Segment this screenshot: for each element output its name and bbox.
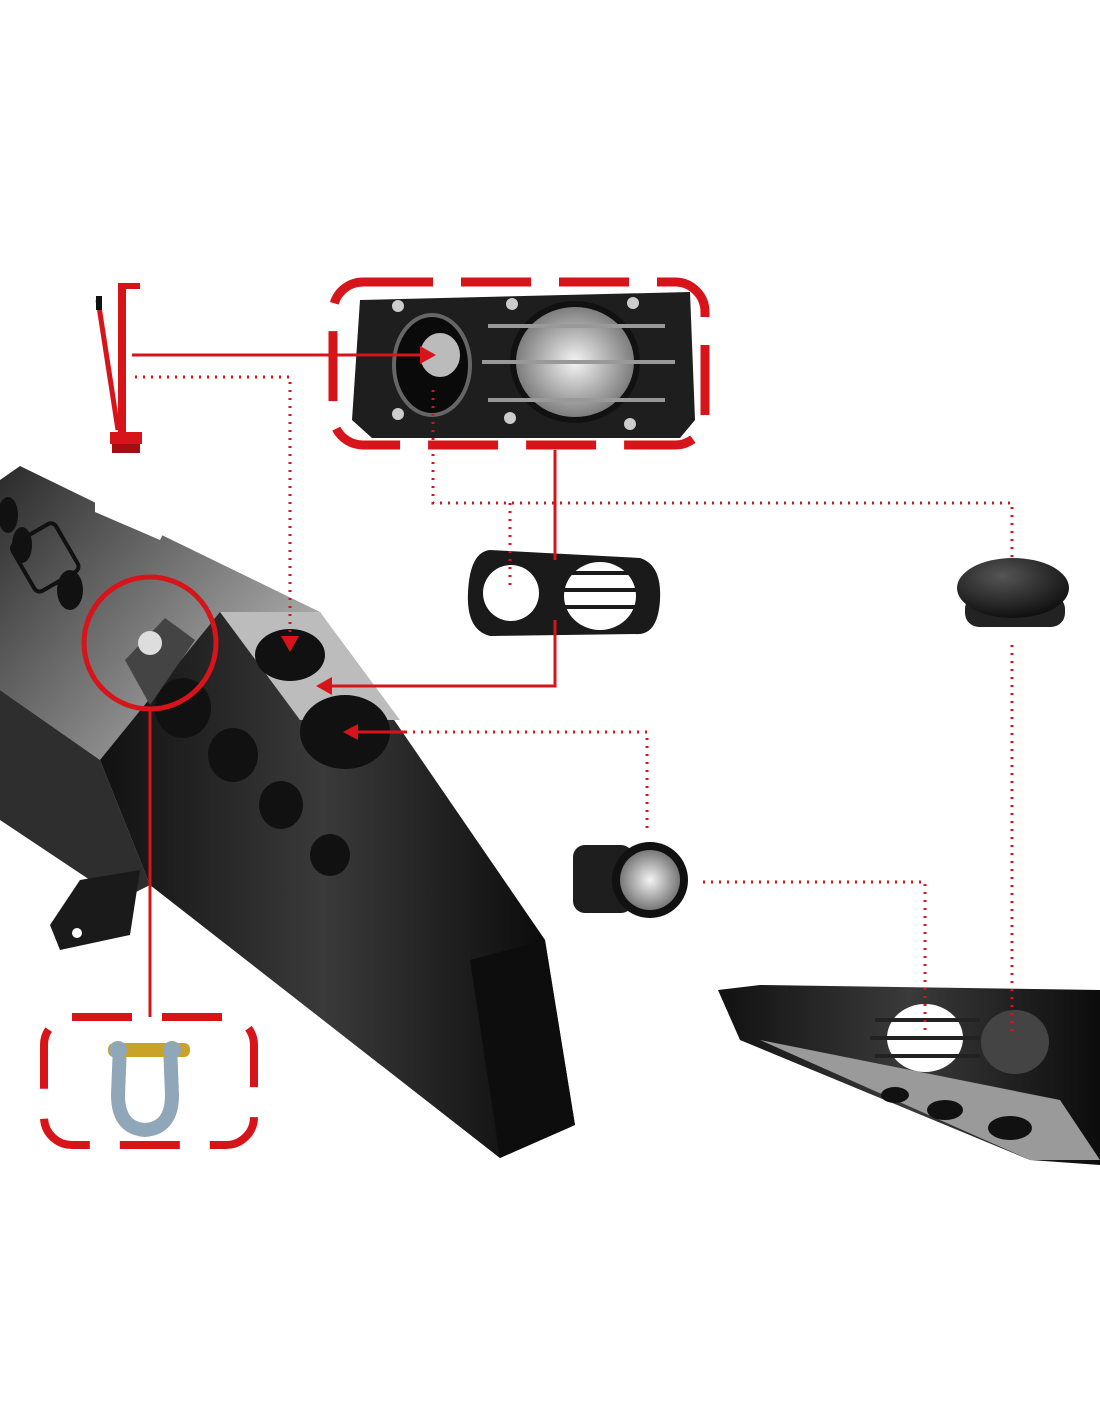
light-housing-with-grille — [328, 277, 710, 450]
arrowheads — [281, 346, 436, 740]
d-ring-shackle — [40, 1013, 258, 1149]
bumper-detail-view — [718, 985, 1100, 1165]
high-lift-jack — [95, 283, 142, 453]
hole-cap-plug — [957, 558, 1069, 627]
connector-lines — [81, 346, 1014, 1035]
round-fog-light — [573, 842, 688, 918]
front-bumper — [0, 466, 575, 1158]
grille-plate — [467, 550, 661, 636]
bumper-logo — [10, 521, 81, 594]
